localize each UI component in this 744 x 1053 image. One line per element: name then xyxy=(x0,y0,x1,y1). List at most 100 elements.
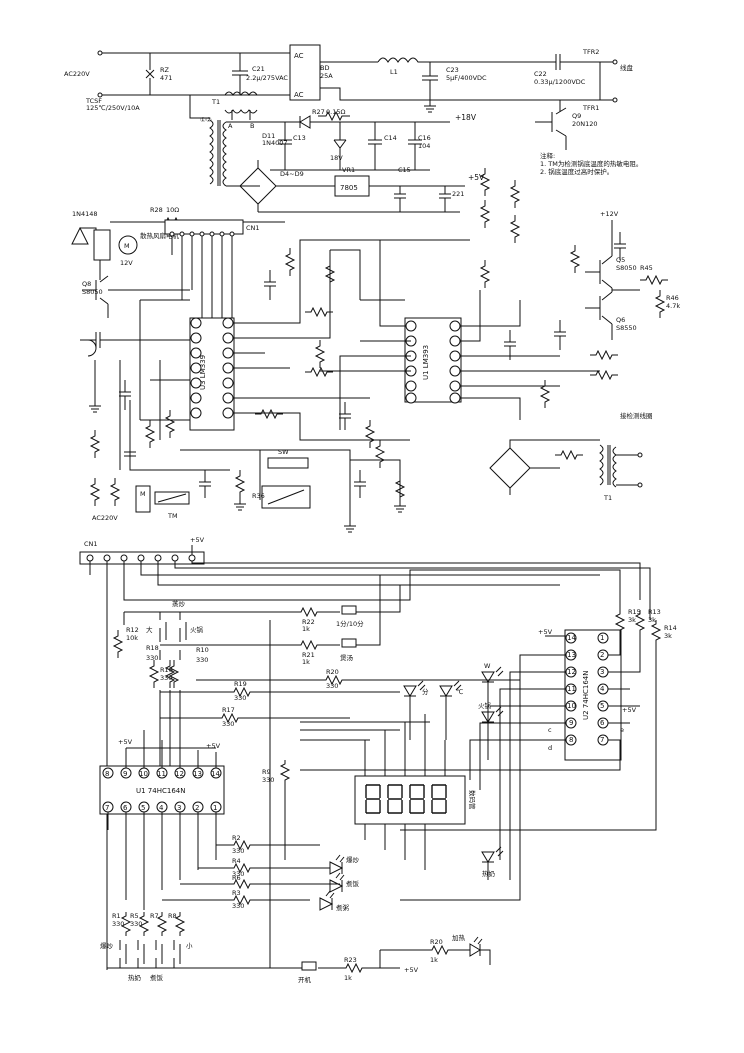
resistor-r30 xyxy=(255,408,283,420)
t1-label: T1 xyxy=(211,98,220,106)
d11-value: 1N4007 xyxy=(262,139,288,147)
r1-value: 330 xyxy=(112,920,124,928)
bridge-ac2: AC xyxy=(294,91,304,99)
u1b-pin-2: 2 xyxy=(195,804,199,812)
bottom-key-switches[interactable] xyxy=(119,940,181,968)
resistor-r1 xyxy=(284,248,296,276)
u2-pin-13: 13 xyxy=(567,651,576,659)
key-time-label: 1分/10分 xyxy=(336,619,364,628)
r15-label: R15 xyxy=(628,608,641,616)
r18-label: R18 xyxy=(146,644,159,652)
l1-label: L1 xyxy=(390,68,398,76)
cn1-plus5v-label: +5V xyxy=(190,536,205,544)
resistor-r13 xyxy=(305,306,333,318)
power-key-button[interactable] xyxy=(301,961,317,971)
c21-label: C21 xyxy=(252,65,265,73)
ac220v-2-label: AC220V xyxy=(92,514,118,522)
zd-value: 18V xyxy=(330,154,343,162)
u1b-pin-13: 13 xyxy=(193,770,202,778)
u1b-pin-3: 3 xyxy=(177,804,181,812)
tfr2-label: TFR2 xyxy=(582,48,599,56)
u1b-pin-12: 12 xyxy=(175,770,184,778)
r18-value: 330 xyxy=(146,654,158,662)
resistor-r34 xyxy=(479,200,491,228)
resistor-r11 xyxy=(164,410,176,438)
u2-pin-1: 1 xyxy=(600,634,604,642)
d11-label: D11 xyxy=(262,132,275,140)
r8-label: R8 xyxy=(168,912,177,920)
u1b-plus5v-right: +5V xyxy=(206,742,221,750)
led-celsius xyxy=(439,680,462,740)
rz-label: RZ xyxy=(160,66,170,74)
key-time-button[interactable] xyxy=(341,605,357,615)
led-boil xyxy=(320,854,345,875)
note-title: 注释: xyxy=(540,151,555,160)
r36-label: R36 xyxy=(252,492,265,500)
led-rice xyxy=(329,872,345,893)
r21-label: R21 xyxy=(302,651,315,659)
key-boil-label: 爆炒 xyxy=(100,941,114,950)
resistor-r2a xyxy=(590,369,618,381)
terminal-ac-n xyxy=(97,92,103,98)
r23-label: R23 xyxy=(344,956,357,964)
u2-pin-8: 8 xyxy=(569,736,573,744)
d4d9-label: D4~D9 xyxy=(280,170,304,178)
power-key-label: 开机 xyxy=(298,975,312,984)
r2-label: R2 xyxy=(232,834,241,842)
r14-label: R14 xyxy=(664,624,677,632)
led-min-label: 分 xyxy=(422,687,429,696)
u1b-pin-7: 7 xyxy=(105,804,109,812)
plus5v-label: +5V xyxy=(468,173,485,182)
resistor-r39 xyxy=(234,470,246,498)
power-section: AC220V TCSF 125℃/250V/10A RZ 471 C21 2.2… xyxy=(64,44,680,533)
fan-connector xyxy=(93,229,111,261)
control-section: CN1 +5V R22 1k 1分/10分 R21 1k 煲汤 R12 10k … xyxy=(79,536,677,984)
d14-label: 1N4148 xyxy=(72,210,98,218)
q5-label: Q5 xyxy=(616,256,625,264)
resistor-r45 xyxy=(640,274,668,286)
u2-plus5v-right-label: +5V xyxy=(622,706,637,714)
r2-value: 330 xyxy=(232,847,244,855)
r3-label: R3 xyxy=(232,889,241,897)
r27-label: R27 xyxy=(312,108,325,116)
resistor-r26 xyxy=(89,478,101,506)
plus12v-label: +12V xyxy=(600,210,619,218)
led-fire-label: 火锅 xyxy=(478,701,492,710)
u2-pin-3: 3 xyxy=(600,668,604,676)
fan-label: 散热风扇电机 xyxy=(140,231,180,240)
r17-label: R17 xyxy=(222,706,235,714)
u1b-pin-4: 4 xyxy=(159,804,164,812)
led-soup xyxy=(319,890,335,911)
u2-pin-10: 10 xyxy=(567,702,576,710)
u2-seg-d: d xyxy=(548,744,552,752)
r28-value: 10Ω xyxy=(166,206,179,214)
r19-value: 330 xyxy=(234,694,246,702)
fan-motor-symbol: M xyxy=(124,242,130,250)
t1-pin-a: A xyxy=(228,122,233,130)
r4-label: R4 xyxy=(232,857,241,865)
key-big-label: 大 xyxy=(146,625,153,634)
r12-label: R12 xyxy=(126,626,139,634)
key-slow-button[interactable] xyxy=(341,638,357,648)
led-heat xyxy=(469,936,491,965)
key-slow-label: 煲汤 xyxy=(340,653,354,662)
cn1-label: CN1 xyxy=(84,540,98,548)
ic-u1b-label: U1 74HC164N xyxy=(136,787,185,795)
resistor-r15a xyxy=(479,260,491,288)
u1b-pin-5: 5 xyxy=(141,804,145,812)
ic-u1b-pins-bottom xyxy=(102,801,222,813)
r6-label: R6 xyxy=(232,874,241,882)
fuse-rating: 125℃/250V/10A xyxy=(86,104,140,112)
resistor-r44 xyxy=(509,180,521,208)
u2-pin-11: 11 xyxy=(567,685,576,693)
ic-u2-pins xyxy=(565,632,609,746)
resistor-r31 xyxy=(314,340,326,368)
c14-label: C14 xyxy=(384,134,397,142)
led-rice-label: 煮饭 xyxy=(346,879,360,888)
fan-motor xyxy=(118,235,138,255)
rz-value: 471 xyxy=(160,74,172,82)
ic-u3-pins xyxy=(190,317,234,419)
led-water xyxy=(481,846,504,880)
r45-label: R45 xyxy=(640,264,653,272)
r3-value: 330 xyxy=(232,902,244,910)
